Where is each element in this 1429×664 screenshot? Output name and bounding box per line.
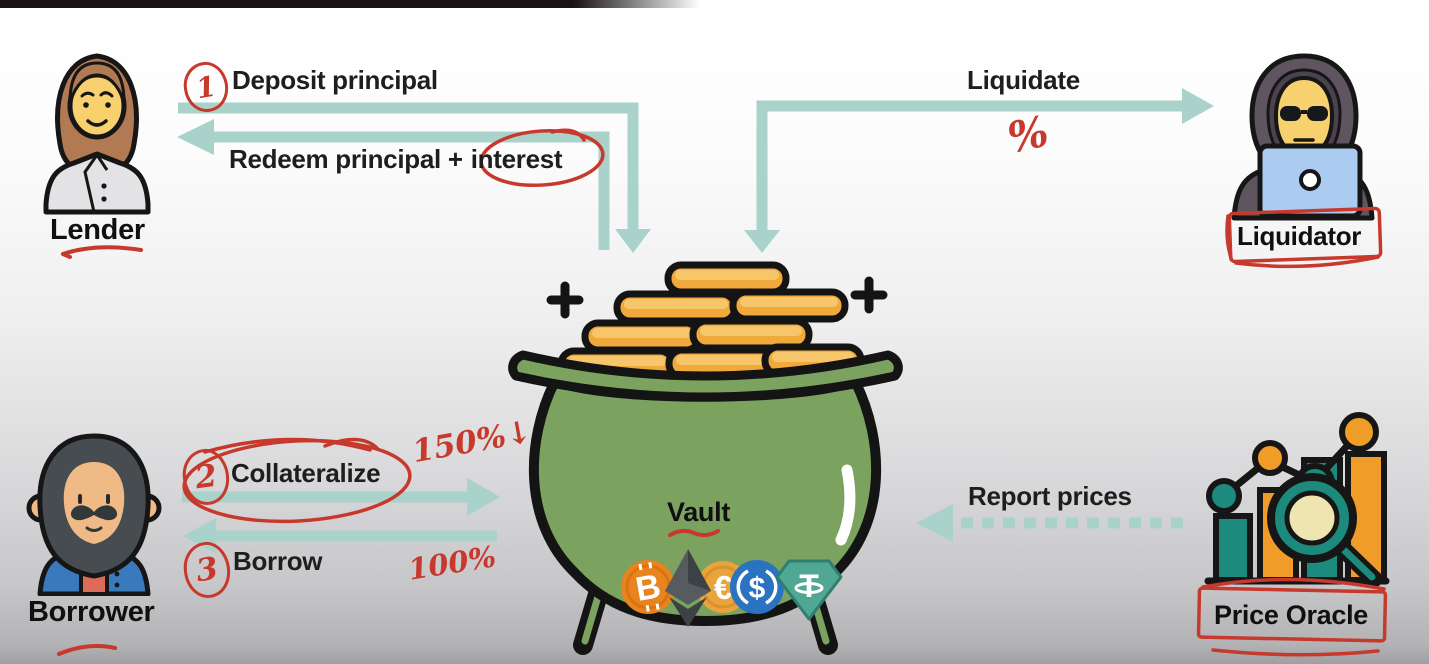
coin-bitcoin-icon: B xyxy=(621,560,675,614)
lender-icon xyxy=(43,53,151,215)
svg-text:€: € xyxy=(714,569,732,606)
price-oracle-icon xyxy=(1204,412,1390,588)
sparkle-left-icon xyxy=(546,281,584,319)
vault-icon: B € $ T xyxy=(508,261,903,655)
collateralize-step-badge: 2 xyxy=(179,446,233,508)
lender-underline-annotation xyxy=(61,245,143,256)
borrower-label: Borrower xyxy=(28,596,155,628)
borrow-label: Borrow xyxy=(233,546,323,576)
redeem-arrow xyxy=(177,119,610,250)
liquidator-label: Liquidator xyxy=(1237,221,1362,251)
collateralize-label: Collateralize xyxy=(231,458,381,488)
borrower-icon xyxy=(26,433,162,596)
deposit-step-number: 1 xyxy=(193,69,219,105)
borrow-ratio-annotation: 100% xyxy=(405,539,499,587)
coin-tether-icon: T xyxy=(775,559,843,621)
deposit-label: Deposit principal xyxy=(232,65,438,95)
borrow-step-badge: 3 xyxy=(180,539,234,601)
svg-text:$: $ xyxy=(749,572,766,605)
borrow-step-number: 3 xyxy=(193,550,221,590)
vault-rim xyxy=(508,350,903,402)
svg-text:T: T xyxy=(799,568,819,604)
coin-usdc-icon: $ xyxy=(730,560,784,614)
deposit-arrow xyxy=(178,102,651,253)
redeem-label-prefix: Redeem principal + xyxy=(229,144,463,174)
video-letterbox-strip xyxy=(0,0,700,8)
vault-label: Vault xyxy=(667,497,731,527)
lender-label: Lender xyxy=(50,214,145,246)
price-oracle-label: Price Oracle xyxy=(1214,600,1369,630)
collateralize-step-number: 2 xyxy=(192,457,220,497)
liquidation-fee-annotation: % xyxy=(1003,106,1053,163)
coin-ethereum-icon xyxy=(665,549,711,627)
borrower-underline-annotation xyxy=(57,644,117,656)
sparkle-right-icon xyxy=(850,276,888,314)
liquidator-icon xyxy=(1231,53,1375,221)
liquidate-label: Liquidate xyxy=(967,65,1080,95)
report-prices-label: Report prices xyxy=(968,481,1132,511)
redeem-label: Redeem principal +interest xyxy=(229,144,563,175)
deposit-step-badge: 1 xyxy=(179,58,233,116)
gold-bars xyxy=(557,261,865,382)
lender-underline-hook xyxy=(61,252,72,259)
redeem-label-interest: interest xyxy=(470,144,563,174)
liquidate-arrow xyxy=(744,88,1214,253)
